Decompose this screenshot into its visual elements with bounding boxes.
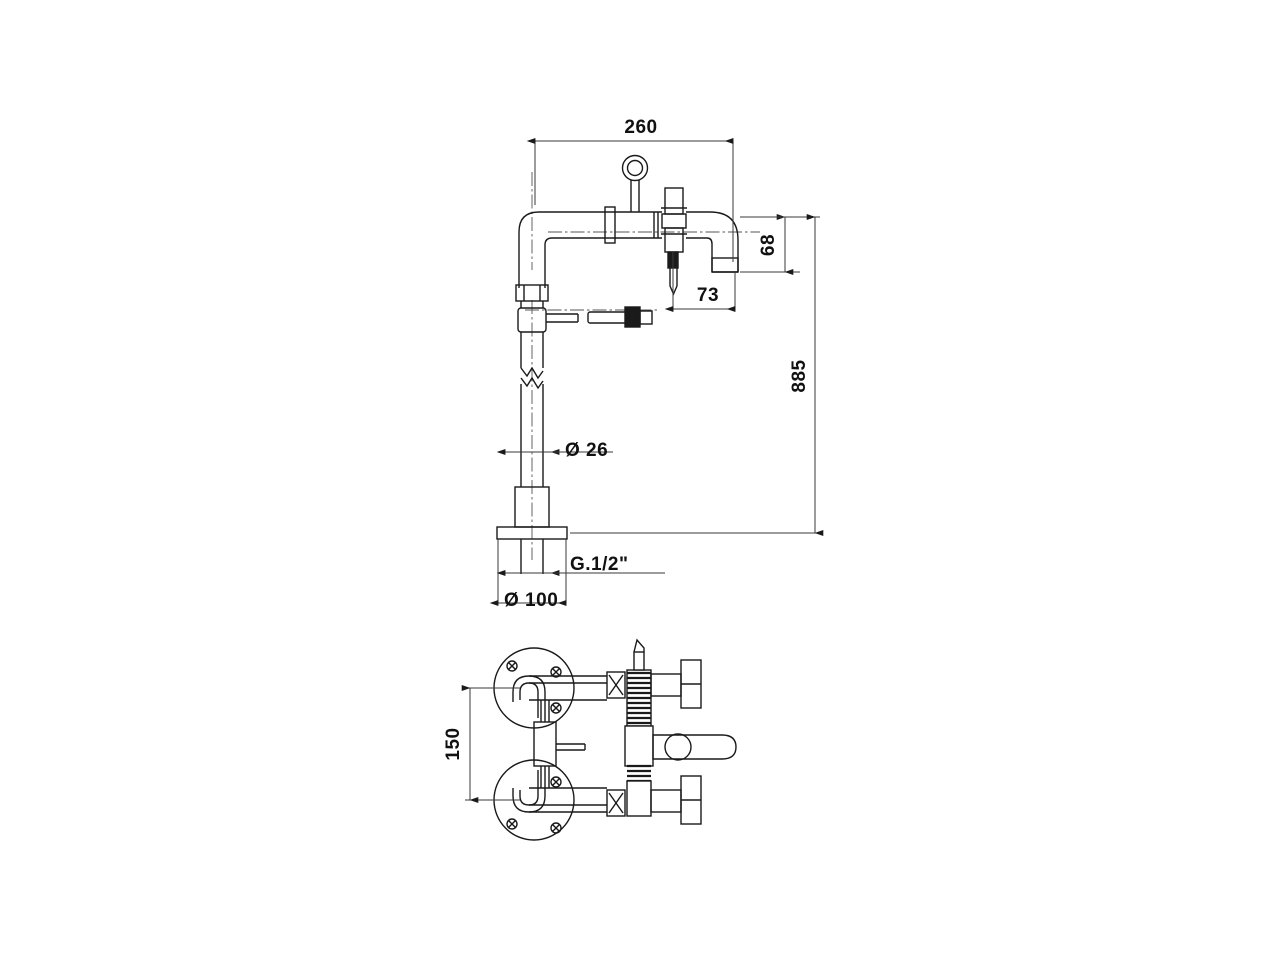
dimension-label-260: 260: [624, 117, 657, 138]
dimension-260: [526, 138, 734, 262]
riser-break-symbol-2: [520, 376, 544, 390]
valve-nut-lower-x-b: [608, 792, 624, 814]
dimension-dia-100: [489, 539, 567, 606]
dimension-label-885: 885: [789, 359, 810, 392]
knurl-lines-lower: [627, 764, 651, 783]
flange-lower-screw-2: [550, 776, 562, 788]
riser-hex-nut: [515, 284, 549, 302]
valve-nut-upper-x-b: [608, 674, 624, 696]
riser-break-symbol: [520, 366, 544, 380]
flange-lower-screw-2-slot-b: [552, 778, 560, 786]
riser-tee-body: [517, 307, 547, 333]
valve-nut-upper: [606, 671, 626, 699]
valve-stem-upper: [650, 673, 682, 697]
flange-lower-screw-1-slot-b: [508, 820, 516, 828]
flange-lower-screw-3: [550, 822, 562, 834]
flange-upper-screw-3-slot-b: [552, 704, 560, 712]
flange-lower-screw-3-slot-b: [552, 824, 560, 832]
body-column-bottom: [626, 780, 652, 817]
front-spout-aerator: [664, 733, 692, 761]
flange-upper-screw-1-slot-b: [508, 662, 516, 670]
front-elevation-view: [461, 638, 737, 841]
dimension-label-dia-100: Ø 100: [504, 590, 558, 611]
pull-ring-inner: [626, 159, 644, 177]
indicator-tip: [633, 638, 645, 653]
dimension-73: [664, 252, 736, 312]
dimension-label-73: 73: [697, 285, 719, 306]
spout-outer-curve: [686, 211, 739, 272]
bridge-left-elbow-inner: [544, 237, 608, 288]
lever-knob-cap: [639, 310, 653, 325]
dimension-label-150: 150: [443, 727, 464, 760]
valve-nut-lower: [606, 789, 626, 817]
valve-stem-lower: [650, 789, 682, 813]
spout-inner-curve: [686, 237, 713, 272]
base-flange-plate: [496, 526, 568, 540]
side-elevation-view: [489, 138, 824, 606]
front-spout-body: [652, 734, 737, 760]
dimension-label-68: 68: [758, 234, 779, 256]
vertical-link-tube: [533, 721, 557, 767]
flange-upper-screw-2: [550, 666, 562, 678]
bridge-collar-left: [604, 206, 616, 244]
flange-upper-screw-1: [506, 660, 518, 672]
flange-lower-screw-1: [506, 818, 518, 830]
lever-arm: [587, 311, 631, 324]
lever-knob-block: [624, 306, 641, 328]
flange-upper-screw-3: [550, 702, 562, 714]
flange-upper-screw-2-slot-b: [552, 668, 560, 676]
valve-body-mid: [661, 213, 687, 229]
knurl-lines-upper: [627, 671, 651, 725]
dimension-150: [461, 685, 520, 803]
pull-ring-outer: [621, 154, 649, 182]
dimension-885: [570, 214, 824, 536]
bridge-left-elbow-outer: [518, 211, 608, 288]
spout-outlet-collar: [711, 257, 739, 273]
dimension-label-thread-g12: G.1/2": [570, 554, 628, 575]
indicator-stem: [633, 651, 645, 671]
centreline-group: [525, 172, 760, 560]
body-column-mid: [624, 725, 654, 767]
valve-body-upper: [664, 187, 684, 215]
dimension-label-dia-26: Ø 26: [565, 440, 608, 461]
